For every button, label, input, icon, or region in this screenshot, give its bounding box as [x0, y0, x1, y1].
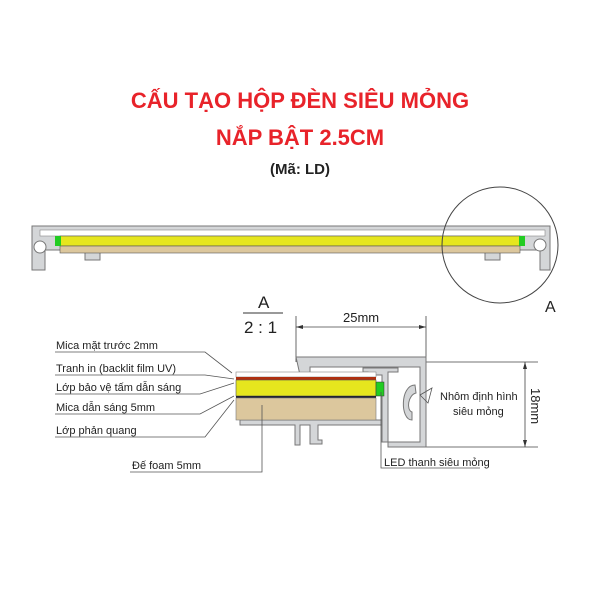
scale-ratio: 2 : 1 [244, 318, 277, 337]
layer-mica-front [235, 371, 377, 378]
title-line2: NẮP BẬT 2.5CM [215, 125, 385, 150]
label-protect: Lớp bảo vệ tấm dẫn sáng [56, 381, 181, 394]
label-led: LED thanh siêu mỏng [384, 457, 490, 469]
dim-width: 25mm [343, 310, 379, 325]
label-reflect: Lớp phản quang [56, 425, 137, 437]
dim-height: 18mm [528, 388, 543, 424]
label-mica-front: Mica mặt trước 2mm [56, 340, 158, 352]
layer-light-guide [235, 379, 377, 397]
product-code: (Mã: LD) [270, 161, 330, 178]
layer-reflect [236, 396, 376, 398]
label-guide: Mica dẫn sáng 5mm [56, 401, 155, 414]
led-strip [375, 381, 385, 397]
layer-print [236, 377, 376, 380]
title-line1: CẤU TẠO HỘP ĐÈN SIÊU MỎNG [130, 88, 470, 113]
callout-a: A [545, 299, 556, 316]
label-print: Tranh in (backlit film UV) [56, 363, 176, 375]
layer-foam [235, 397, 377, 421]
label-foam: Đế foam 5mm [132, 460, 201, 472]
scale-top: A [258, 293, 270, 312]
overview-section: A [31, 186, 559, 316]
